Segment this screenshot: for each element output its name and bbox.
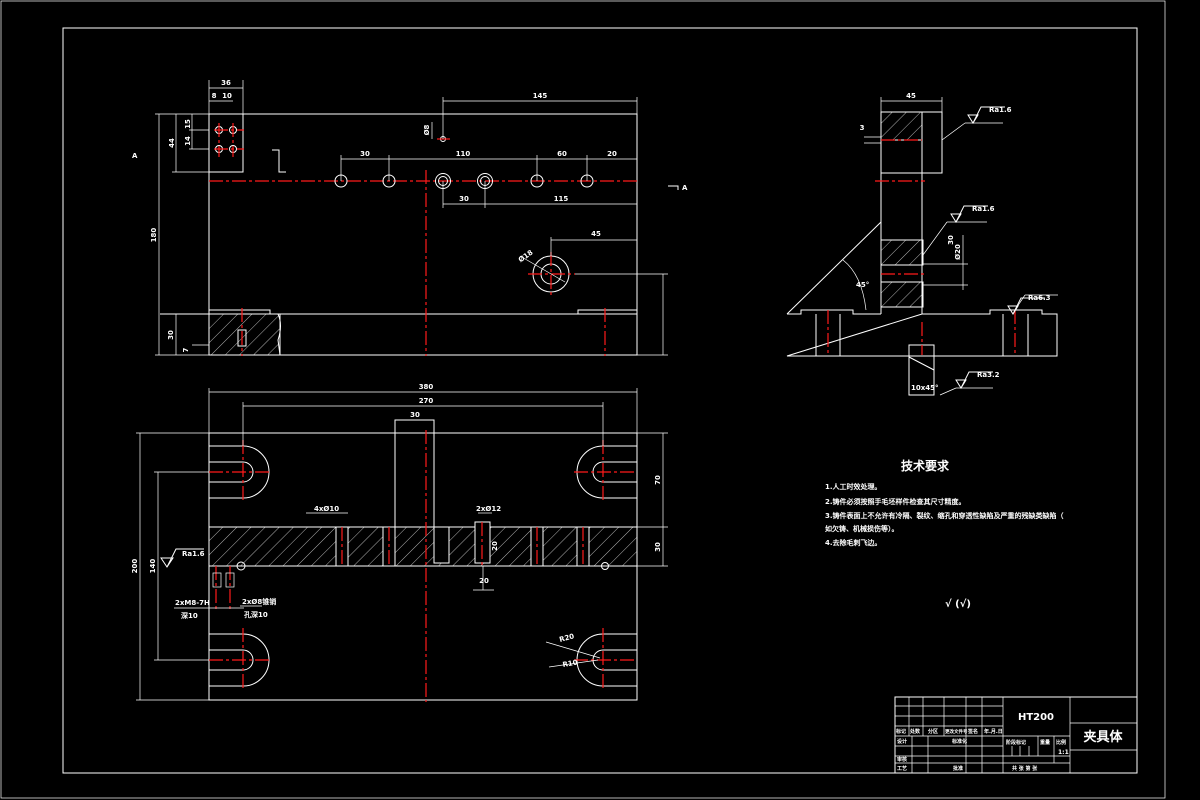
dim-110: 110 (456, 150, 471, 158)
dim-14: 14 (184, 136, 192, 146)
dim-30b: 30 (459, 195, 469, 203)
label-standardization: 标准化 (951, 738, 967, 745)
dim-180: 180 (150, 228, 158, 243)
pin-hole-2xd8: 2xØ8锥销 (242, 597, 276, 606)
tech-req-item: 3.铸件表面上不允许有冷隔、裂纹、缩孔和穿透性缺陷及严重的残缺类缺陷（ (825, 511, 1064, 520)
dim-36: 36 (221, 79, 231, 87)
dim-2xd12: 2xØ12 (476, 505, 501, 513)
dim-dia18: Ø18 (517, 249, 535, 265)
title-block: HT200 夹具体 标记 处数 分区 更改文件号 签名 年.月.日 设计 标准化… (894, 696, 1138, 774)
dim-15: 15 (184, 119, 192, 129)
material: HT200 (1018, 712, 1054, 723)
roughness-mid: Ra1.6 (972, 205, 995, 213)
dim-380: 380 (419, 383, 434, 391)
dim-30c: 30 (167, 330, 175, 340)
label-process: 工艺 (897, 765, 907, 772)
surface-finish-symbol: √ (√) (945, 598, 971, 610)
label-design: 设计 (897, 738, 907, 745)
dim-r10: R10 (562, 658, 578, 669)
drawing-frame (62, 27, 1138, 774)
chamfer-10x45: 10x45° (911, 384, 939, 392)
scale-value: 1:1 (1058, 749, 1069, 756)
dim-30: 30 (360, 150, 370, 158)
header-mark: 标记 (895, 728, 906, 735)
technical-requirements: 技术要求 1.人工时效处理。 2.铸件必须按照手毛坯样件检查其尺寸精度。 3.铸… (825, 458, 1064, 610)
dim-30: 30 (410, 411, 420, 419)
tech-req-item: 4.去除毛刺飞边。 (825, 538, 882, 547)
dim-20-width: 20 (479, 577, 489, 585)
dim-small-hole: Ø8 (423, 124, 431, 135)
dim-20: 20 (607, 150, 617, 158)
dim-60: 60 (557, 150, 567, 158)
sheet-count: 共 张 第 张 (1012, 765, 1038, 772)
dim-115: 115 (554, 195, 569, 203)
label-scale: 比例 (1056, 739, 1066, 746)
dim-44: 44 (168, 138, 176, 148)
header-sign: 签名 (967, 728, 978, 735)
dim-145: 145 (533, 92, 548, 100)
pin-hole-depth: 孔深10 (244, 610, 268, 619)
roughness-tab: Ra3.2 (977, 371, 1000, 379)
dim-3: 3 (860, 124, 865, 132)
sheet-edge (0, 0, 1166, 799)
angle-45: 45° (856, 281, 869, 289)
dim-45: 45 (591, 230, 601, 238)
dim-10: 10 (222, 92, 232, 100)
roughness-base: Ra6.3 (1028, 294, 1051, 302)
tech-req-item: 1.人工时效处理。 (825, 482, 882, 491)
dim-200: 200 (131, 559, 139, 574)
dim-45-width: 45 (906, 92, 916, 100)
front-view: 36 8 10 145 15 14 44 30 110 60 20 30 115… (132, 79, 688, 356)
dim-8: 8 (212, 92, 217, 100)
side-view: 45 3 Ra1.6 Ra1.6 30 Ø20 45° Ra6.3 Ra3.2 … (786, 92, 1058, 396)
label-approve: 批准 (953, 765, 963, 772)
roughness-top: Ra1.6 (989, 106, 1012, 114)
header-date: 年.月.日 (984, 728, 1003, 735)
dim-70: 70 (654, 475, 662, 485)
section-label-a-left: A (132, 152, 138, 160)
section-label-a-right: A (682, 184, 688, 192)
part-name: 夹具体 (1083, 729, 1123, 745)
dim-30-side: 30 (947, 235, 955, 245)
header-zone: 分区 (928, 728, 938, 735)
label-review: 审核 (897, 756, 907, 763)
thread-2xm8: 2xM8-7H (175, 599, 210, 607)
label-weight: 重量 (1040, 739, 1050, 746)
tech-req-title: 技术要求 (901, 458, 950, 473)
dim-7: 7 (182, 347, 190, 352)
top-view: 380 270 30 200 140 70 30 4xØ10 2xØ12 20 … (131, 383, 668, 702)
roughness-ra1-6: Ra1.6 (182, 550, 205, 558)
thread-depth: 深10 (181, 611, 198, 620)
dim-270: 270 (419, 397, 434, 405)
dim-4xd10: 4xØ10 (314, 505, 339, 513)
tech-req-item: 如欠铸、机械损伤等）。 (825, 524, 899, 533)
header-change-doc: 更改文件号 (945, 728, 968, 735)
dim-dia20: Ø20 (954, 244, 962, 260)
tech-req-item: 2.铸件必须按照手毛坯样件检查其尺寸精度。 (825, 497, 966, 506)
dim-30-right: 30 (654, 542, 662, 552)
label-stage-mark: 阶段标记 (1006, 739, 1026, 746)
header-count: 处数 (909, 728, 921, 735)
dim-20-depth: 20 (491, 541, 499, 551)
dim-140: 140 (149, 559, 157, 574)
dim-r20: R20 (558, 632, 575, 644)
